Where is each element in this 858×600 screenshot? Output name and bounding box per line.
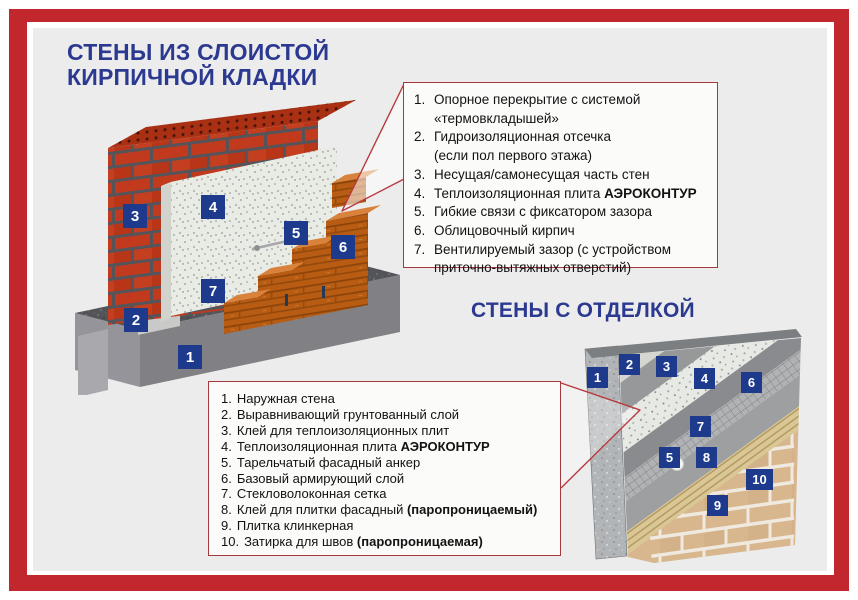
base-reinforcing-layer [594,338,801,563]
legend-item: 5. Гибкие связи с фиксатором зазора [414,203,709,222]
legend-item-text: Затирка для швов (паропроницаемая) [244,534,483,550]
legend-item-number: 10. [221,534,240,550]
fiberglass-mesh [594,338,801,563]
legend-item-number: 3. [221,422,232,438]
legend-item: 7. Вентилируемый зазор (с устройством пр… [414,241,709,278]
vent-slot [322,286,325,298]
badge-7: 7 [201,279,225,303]
badge-6: 6 [331,235,355,259]
legend-item-text: Выравнивающий грунтованный слой [236,406,460,422]
legend-item: 5. Тарельчатый фасадный анкер [221,455,554,471]
step-top [326,205,381,221]
tile-edge-layer [594,338,801,563]
legend-item-text: Клей для теплоизоляционных плит [236,422,450,438]
legend-item-number: 4. [221,438,232,454]
legend1-callout [341,83,405,212]
step-top [292,235,339,249]
step-top [224,289,271,303]
legend-item: 1. Наружная стена [221,391,554,407]
step-top [258,262,305,276]
legend-item: 7. Стекловолоконная сетка [221,486,554,502]
badge-1: 1 [178,345,202,369]
legend-item-number: 1. [221,391,232,406]
insulation-adhesive-layer [594,338,801,563]
legend-item-text: Стекловолоконная сетка [236,486,387,502]
legend-item-number: 7. [221,486,232,502]
legend-item-text: Опорное перекрытие с системой «термовкла… [434,92,641,126]
legend-item-number: 3. [414,166,426,182]
badge-3: 3 [123,204,147,228]
legend-item-number: 1. [414,92,426,107]
legend-item-number: 4. [414,185,426,201]
legend-item-number: 5. [221,454,232,470]
badge-r5: 5 [659,447,680,468]
title1-line2: КИРПИЧНОЙ КЛАДКИ [67,64,318,90]
badge-r9: 9 [707,495,728,516]
badge-r1: 1 [587,367,608,388]
legend-item-number: 7. [414,241,426,257]
concrete-wall-top [585,329,802,358]
badge-r8: 8 [696,447,717,468]
legend-item: 1. Опорное перекрытие с системой «термов… [414,91,709,128]
legend-item: 4. Теплоизоляционная плита АЭРОКОНТУР [221,439,554,455]
legend-item: 8. Клей для плитки фасадный (паропроница… [221,502,554,518]
badge-4: 4 [201,195,225,219]
legend-item-text: Гибкие связи с фиксатором зазора [434,204,652,220]
badge-r6: 6 [741,372,762,393]
badge-r2: 2 [619,354,640,375]
legend-item: 3. Несущая/самонесущая часть стен [414,166,709,185]
legend-item-text: Наружная стена [236,391,335,406]
insulation-edge [161,182,171,322]
title1-line1: СТЕНЫ ИЗ СЛОИСТОЙ [67,39,330,65]
page-title-right: СТЕНЫ С ОТДЕЛКОЙ [471,299,695,322]
legend-item-text: Несущая/самонесущая часть стен [434,166,650,182]
legend-item-text: Базовый армирующий слой [236,470,405,486]
badge-r4: 4 [694,368,715,389]
legend-item-text: Гидроизоляционная отсечка (если пол перв… [434,129,612,164]
legend-item-number: 2. [221,406,232,422]
legend-item: 9. Плитка клинкерная [221,518,554,534]
legend2-callout [560,382,641,489]
legend-item-number: 2. [414,129,426,145]
legend-item-text: Плитка клинкерная [236,518,354,534]
legend-item-text: Теплоизоляционная плита АЭРОКОНТУР [236,438,490,454]
legend-item: 6. Облицовочный кирпич [414,222,709,241]
legend-item-text: Тарельчатый фасадный анкер [236,454,421,470]
legend-item-text: Клей для плитки фасадный (паропроницаемы… [236,502,538,518]
legend-item-text: Облицовочный кирпич [434,222,575,238]
legend-item: 3. Клей для теплоизоляционных плит [221,423,554,439]
legend-item: 10. Затирка для швов (паропроницаемая) [221,534,554,550]
brick-wall-top-holes [108,100,356,148]
badge-r10: 10 [746,469,773,490]
badge-r7: 7 [690,416,711,437]
legend-item-number: 5. [414,204,426,220]
legend-item-text: Теплоизоляционная плита АЭРОКОНТУР [434,185,697,201]
vent-slot [285,294,288,306]
page-title-left: СТЕНЫ ИЗ СЛОИСТОЙ КИРПИЧНОЙ КЛАДКИ [67,40,329,90]
legend-item: 2. Гидроизоляционная отсечка (если пол п… [414,128,709,165]
legend-item: 4. Теплоизоляционная плита АЭРОКОНТУР [414,185,709,204]
legend-item: 6. Базовый армирующий слой [221,471,554,487]
legend-item-number: 9. [221,518,232,534]
insulation-layer [594,338,801,563]
legend-item-number: 6. [414,222,426,238]
badge-5: 5 [284,221,308,245]
legend-item-number: 8. [221,502,232,518]
legend-item-text: Вентилируемый зазор (с устройством прито… [434,241,672,276]
badge-r3: 3 [656,356,677,377]
legend-box-masonry: 1. Опорное перекрытие с системой «термов… [403,82,718,275]
legend-item: 2. Выравнивающий грунтованный слой [221,407,554,423]
badge-2: 2 [124,308,148,332]
foundation-block [78,329,108,395]
legend-item-number: 6. [221,470,232,486]
legend-box-finishing: 1. Наружная стена 2. Выравнивающий грунт… [208,381,561,556]
tie-fixator [254,245,260,251]
